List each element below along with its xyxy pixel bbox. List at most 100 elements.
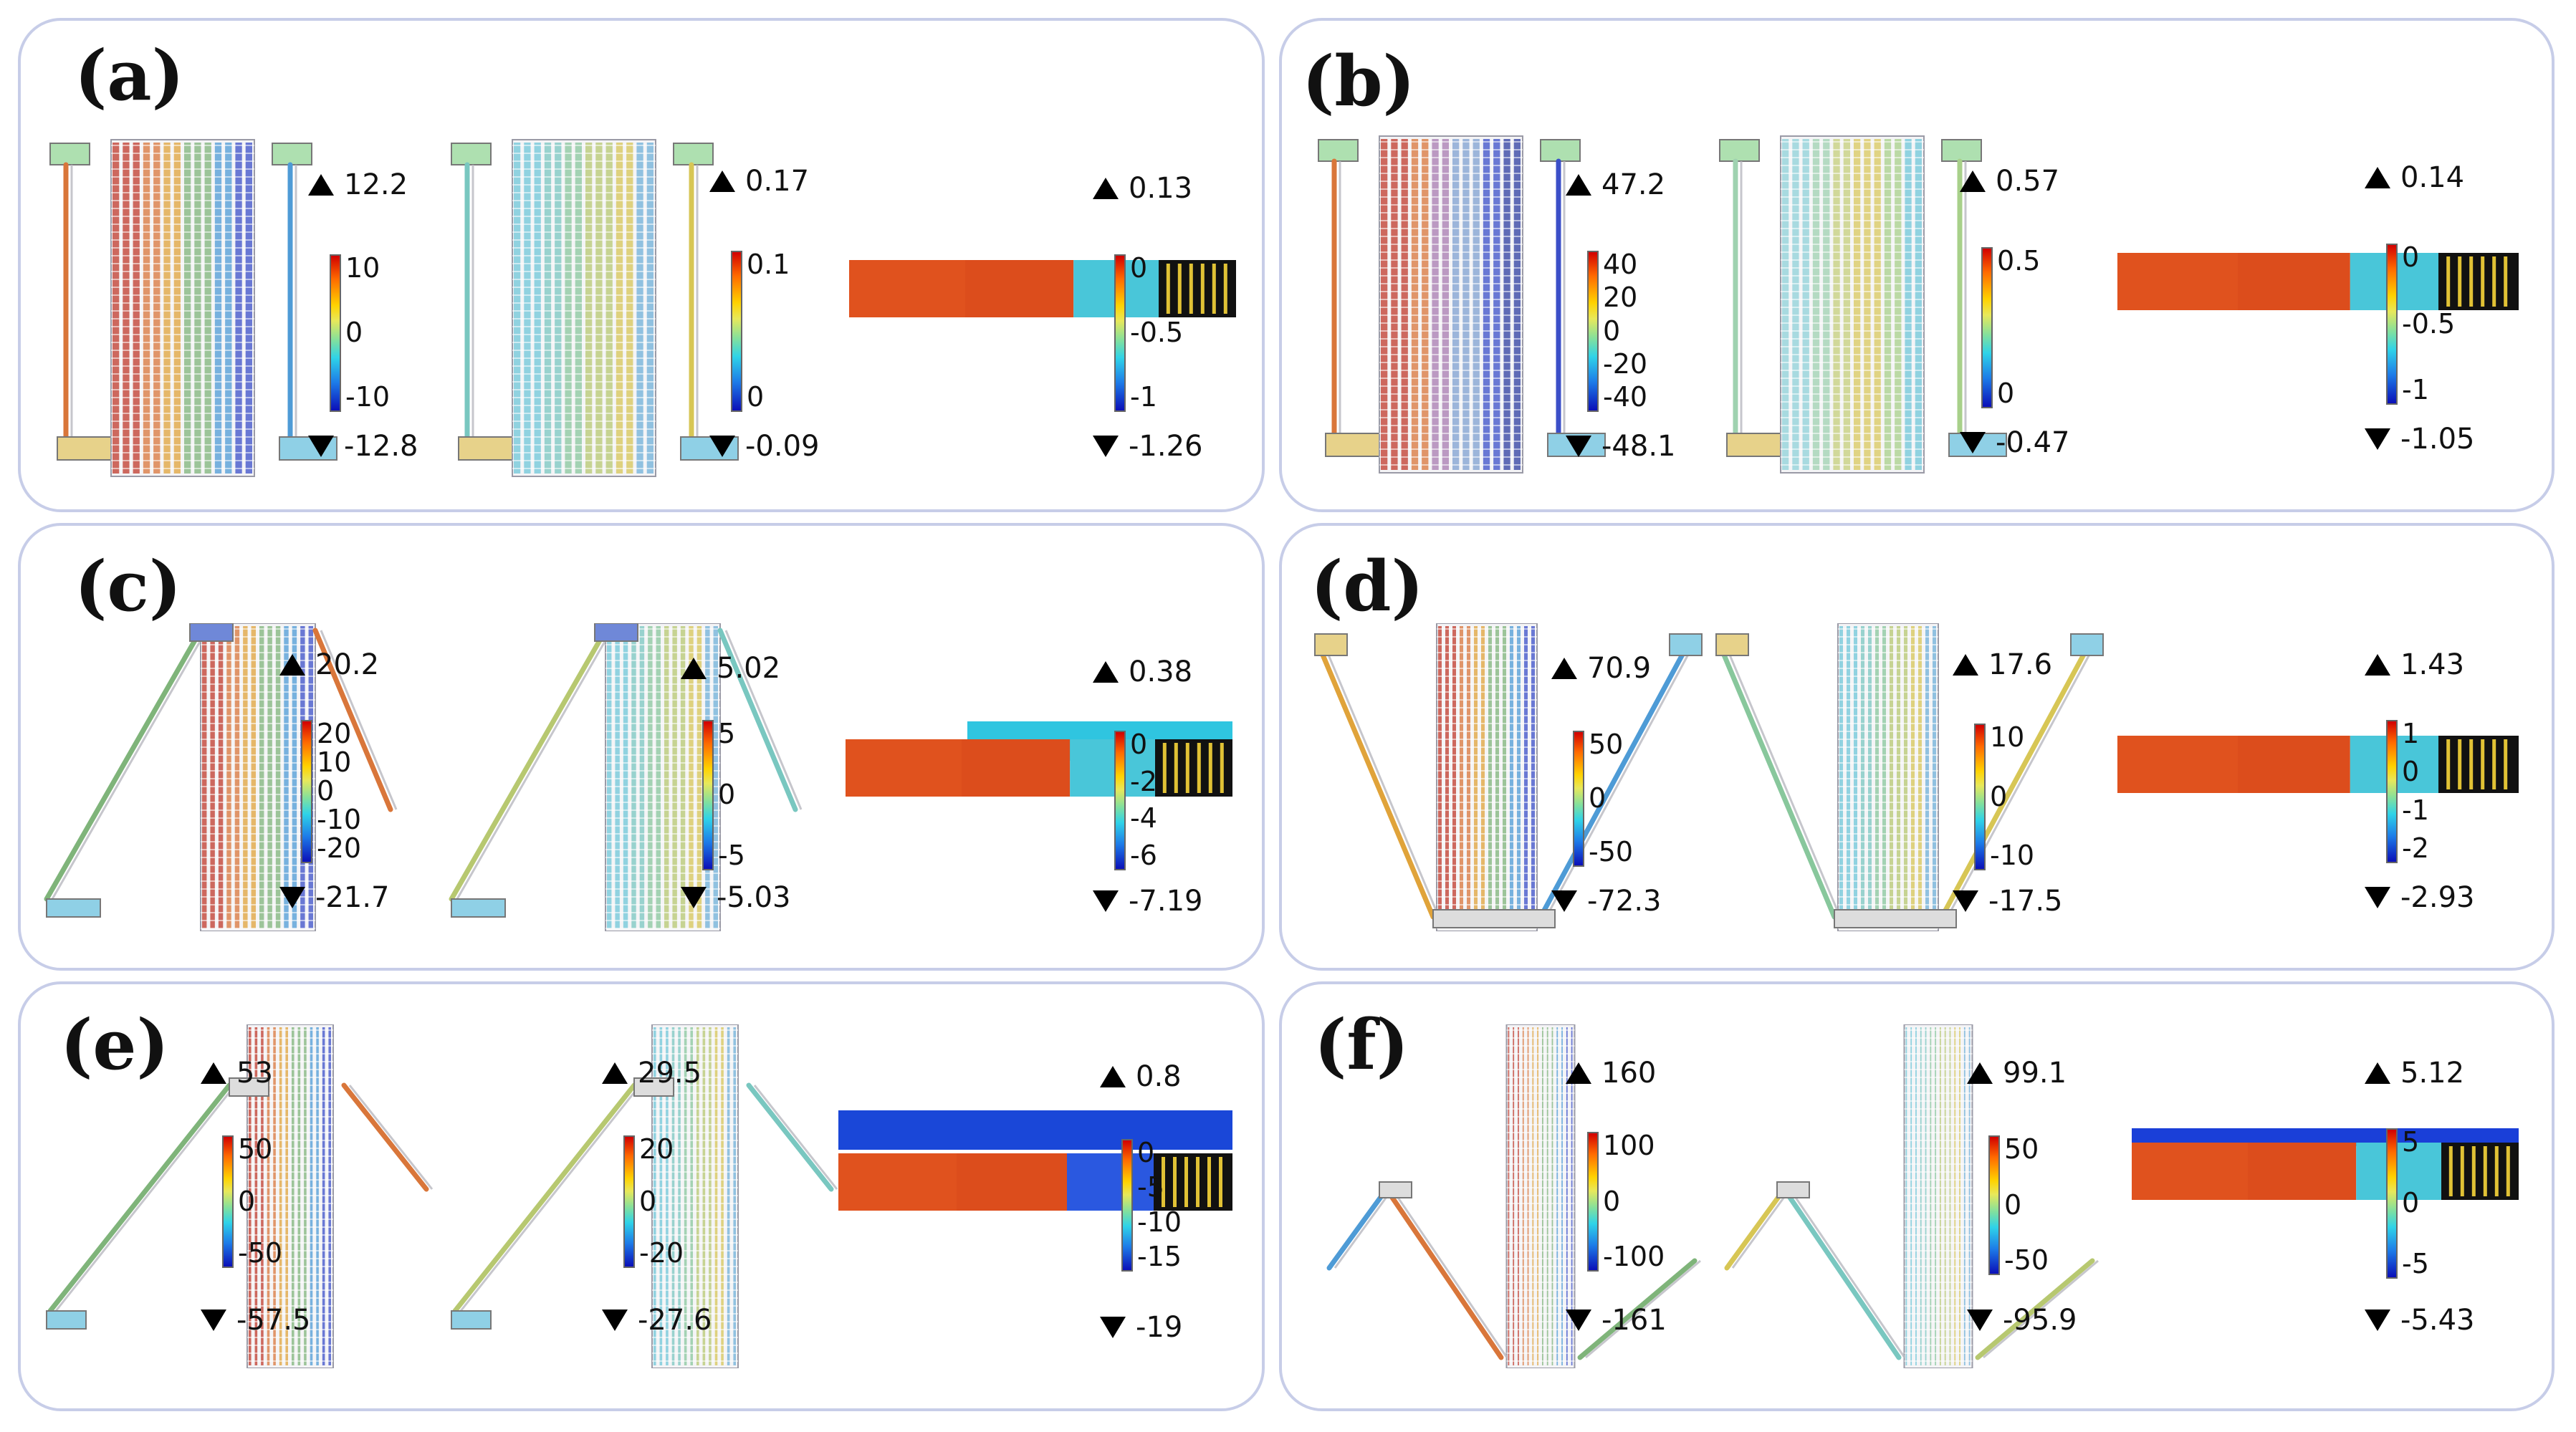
anchor-pad [1669,633,1703,656]
colorbar-max: 0.8 [1100,1060,1182,1093]
colorbar-min-value: -161 [1601,1304,1667,1337]
colorbar-tick-label: -15 [1137,1241,1182,1272]
beam [1538,649,1687,920]
colorbar-tick-label: -6 [1130,840,1157,871]
max-triangle-icon [1953,654,1978,676]
colorbar-max-value: 1.43 [2400,648,2465,681]
beam [717,628,798,812]
colorbar-tick-label: 0 [2402,1187,2420,1219]
max-triangle-icon [1960,170,1986,192]
anchor-pad [57,436,115,461]
colorbar-tick-label: 40 [1603,249,1638,280]
max-triangle-icon [201,1062,226,1084]
colorbar-min-value: -27.6 [638,1304,712,1337]
colorbar [2386,720,2398,863]
colorbar-tick-label: 1 [2402,718,2420,749]
colorbar [2386,1128,2398,1279]
colorbar-tick-label: 0 [1130,729,1148,760]
max-triangle-icon [308,174,334,196]
colorbar-max-value: 70.9 [1587,652,1652,685]
colorbar-max-value: 0.13 [1129,172,1193,205]
colorbar-tick-label: -40 [1603,381,1648,413]
colorbar-min-value: -5.03 [717,881,791,914]
colorbar-tick-label: 100 [1603,1130,1655,1161]
electrode-comb [1436,623,1538,931]
min-triangle-icon [2365,1310,2390,1331]
colorbar-tick-label: 0 [1603,314,1621,347]
colorbar-min: -5.43 [2365,1304,2475,1337]
max-triangle-icon [2365,1062,2390,1084]
colorbar-tick-label: -20 [1603,347,1648,380]
min-triangle-icon [1551,890,1577,912]
min-triangle-icon [1967,1310,1993,1331]
colorbar-max-value: 12.2 [344,168,408,201]
colorbar-max: 20.2 [279,648,379,681]
anchor-pad [1540,139,1581,162]
anchor-pad [1314,633,1348,656]
colorbar-tick-label: 10 [345,252,380,284]
colorbar-tick-label: -20 [317,832,362,864]
colorbar-min-value: -2.93 [2400,881,2475,914]
panel-b-figure-1 [1311,133,1713,491]
colorbar-min-value: -0.09 [745,430,820,463]
colorbar-tick-label: 0 [238,1185,256,1217]
colorbar-tick-label: -50 [1589,836,1634,868]
colorbar-max-value: 53 [236,1057,273,1090]
cross-section-strip [2132,1128,2519,1200]
colorbar-tick-label: -2 [2402,832,2429,864]
colorbar [222,1135,234,1268]
colorbar-tick-label: -100 [1603,1241,1665,1272]
electrode-comb [110,139,255,477]
anchor-pad [1941,139,1982,162]
panel-label-e: (e) [60,1004,169,1085]
colorbar-max-value: 20.2 [315,648,380,681]
max-triangle-icon [1967,1062,1993,1084]
electrode-comb [1379,135,1523,474]
colorbar-min: -27.6 [602,1304,712,1337]
max-triangle-icon [1551,658,1577,679]
colorbar-tick-label: -10 [1990,840,2035,871]
electrode-comb [1903,1024,1973,1368]
beam [1975,1258,2095,1360]
min-triangle-icon [308,436,334,457]
colorbar-max-value: 160 [1601,1057,1657,1090]
colorbar-tick-label: -10 [317,804,362,835]
colorbar-tick-label: -5 [1137,1171,1164,1203]
colorbar-tick-label: -20 [639,1237,684,1269]
colorbar-max: 5.02 [681,652,780,685]
panel-d-figure-2 [1713,623,2114,931]
anchor-pad [1379,1181,1412,1198]
panel-f-figure-3 [2132,1024,2519,1361]
min-triangle-icon [1093,890,1119,912]
panel-e-figure-3 [838,1035,1232,1372]
colorbar-tick-label: -0.5 [2402,307,2456,340]
anchor-pad [451,143,492,165]
max-triangle-icon [2365,167,2390,188]
panel-a-figure-1 [43,136,444,494]
colorbar-tick-label: -0.5 [1130,317,1184,348]
anchor-pad [1719,139,1760,162]
colorbar-max: 0.13 [1093,172,1192,205]
panel-f-figure-1 [1322,1024,1723,1368]
colorbar-min: -0.47 [1960,426,2070,459]
beam [452,1082,637,1314]
panel-d-figure-1 [1311,623,1713,931]
min-triangle-icon [1566,1310,1591,1331]
colorbar-min: -12.8 [308,430,418,463]
colorbar-min-value: -48.1 [1601,430,1676,463]
colorbar-min: -1.05 [2365,423,2475,456]
electrode-comb [651,1024,739,1368]
electrode-comb [1837,623,1939,931]
colorbar-max-value: 0.8 [1136,1060,1182,1093]
panel-e-figure-2 [444,1024,846,1368]
colorbar-max: 1.43 [2365,648,2464,681]
colorbar-min-value: -1.26 [1129,430,1203,463]
colorbar-min: -1.26 [1093,430,1203,463]
colorbar-tick-label: -50 [238,1237,283,1269]
beam [312,628,393,812]
colorbar [1974,724,1986,870]
anchor-pad [451,898,506,918]
colorbar-max: 29.5 [602,1057,702,1090]
colorbar-max: 12.2 [308,168,408,201]
min-triangle-icon [1093,436,1119,457]
